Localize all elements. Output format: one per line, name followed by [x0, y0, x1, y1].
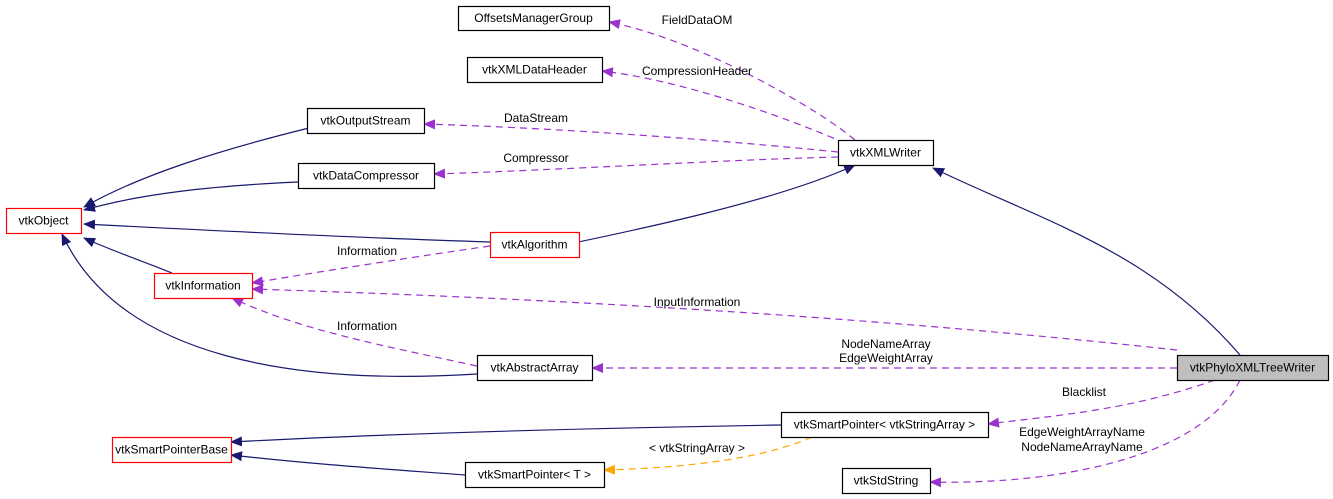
edge-label: FieldDataOM	[662, 13, 733, 27]
node-vtkInformation[interactable]: vtkInformation	[153, 272, 254, 300]
edge-inheritance-vtkAbstractArray-to-vtkObject	[61, 233, 478, 377]
node-vtkAbstractArray[interactable]: vtkAbstractArray	[476, 354, 594, 382]
node-box	[464, 461, 606, 489]
node-box	[153, 272, 254, 300]
edge-label: Information	[337, 319, 397, 333]
edge-label: EdgeWeightArray	[839, 351, 933, 365]
edge-label: InputInformation	[654, 295, 741, 309]
edge-usage-vtkPhyloXMLTreeWriter-to-vtkInformation	[251, 284, 1178, 351]
node-box	[841, 467, 932, 495]
edge-usage-vtkPhyloXMLTreeWriter-to-vtkStdString	[929, 379, 1241, 488]
edge-label: NodeNameArray	[841, 337, 930, 351]
edge-inheritance-vtkSmartPointerStringArray-to-vtkSmartPointerBase	[230, 424, 782, 447]
edge-usage-vtkXMLWriter-to-vtkXMLDataHeader	[601, 67, 846, 144]
node-label: vtkStdString	[854, 474, 919, 488]
edge-label: NodeNameArrayName	[1021, 440, 1143, 454]
node-label: vtkDataCompressor	[313, 169, 419, 183]
node-box	[489, 231, 581, 259]
node-label: vtkOutputStream	[320, 114, 410, 128]
node-vtkStdString[interactable]: vtkStdString	[841, 467, 932, 495]
node-label: vtkXMLWriter	[850, 146, 921, 160]
node-vtkXMLDataHeader[interactable]: vtkXMLDataHeader	[466, 56, 604, 84]
edge-label: Blacklist	[1062, 385, 1107, 399]
node-box	[306, 107, 426, 135]
edge-usage-vtkAbstractArray-to-vtkInformation	[231, 297, 478, 367]
node-vtkObject[interactable]: vtkObject	[5, 207, 83, 235]
node-vtkSmartPointerStringArray[interactable]: vtkSmartPointer< vtkStringArray >	[780, 411, 990, 439]
node-box	[837, 139, 935, 167]
node-box	[780, 411, 990, 439]
edge-label: Compressor	[503, 151, 568, 165]
node-OffsetsManagerGroup[interactable]: OffsetsManagerGroup	[457, 5, 611, 32]
edge-inheritance-vtkSmartPointerT-to-vtkSmartPointerBase	[230, 451, 466, 476]
node-vtkSmartPointerT[interactable]: vtkSmartPointer< T >	[464, 461, 606, 489]
node-box	[111, 436, 233, 464]
edge-inheritance-vtkPhyloXMLTreeWriter-to-vtkXMLWriter	[932, 167, 1241, 356]
node-label: OffsetsManagerGroup	[474, 11, 593, 25]
node-label: vtkXMLDataHeader	[482, 63, 587, 77]
edge-label: < vtkStringArray >	[649, 441, 745, 455]
node-vtkAlgorithm[interactable]: vtkAlgorithm	[489, 231, 581, 259]
node-vtkDataCompressor[interactable]: vtkDataCompressor	[297, 162, 436, 190]
edge-inheritance-vtkDataCompressor-to-vtkObject	[83, 181, 299, 212]
node-label: vtkSmartPointer< vtkStringArray >	[794, 418, 975, 432]
edge-label: EdgeWeightArrayName	[1019, 425, 1145, 439]
node-box	[457, 5, 611, 32]
edge-inheritance-vtkOutputStream-to-vtkObject	[83, 127, 310, 208]
node-box	[5, 207, 83, 235]
node-label: vtkAbstractArray	[490, 361, 578, 375]
edge-template-vtkSmartPointerStringArray-to-vtkSmartPointerT	[603, 436, 813, 475]
node-label: vtkAlgorithm	[501, 238, 567, 252]
edge-inheritance-vtkInformation-to-vtkObject	[83, 237, 173, 274]
edge-label: Information	[337, 244, 397, 258]
node-vtkXMLWriter[interactable]: vtkXMLWriter	[837, 139, 935, 167]
edge-usage-vtkXMLWriter-to-OffsetsManagerGroup	[608, 19, 856, 141]
node-label: vtkPhyloXMLTreeWriter	[1190, 361, 1315, 375]
node-label: vtkInformation	[165, 279, 240, 293]
edge-usage-vtkAlgorithm-to-vtkInformation	[251, 245, 491, 287]
node-box	[1176, 354, 1330, 382]
node-vtkPhyloXMLTreeWriter[interactable]: vtkPhyloXMLTreeWriter	[1176, 354, 1330, 382]
node-vtkSmartPointerBase[interactable]: vtkSmartPointerBase	[111, 436, 233, 464]
node-label: vtkSmartPointer< T >	[478, 468, 591, 482]
node-box	[476, 354, 594, 382]
edge-usage-vtkXMLWriter-to-vtkOutputStream	[423, 119, 839, 153]
node-label: vtkObject	[18, 214, 69, 228]
edge-usage-vtkXMLWriter-to-vtkDataCompressor	[433, 156, 839, 179]
edge-label: CompressionHeader	[642, 64, 752, 78]
node-label: vtkSmartPointerBase	[115, 443, 228, 457]
edge-inheritance-vtkAlgorithm-to-vtkObject	[83, 219, 491, 243]
edge-label: DataStream	[504, 111, 568, 125]
node-box	[466, 56, 604, 84]
node-box	[297, 162, 436, 190]
node-vtkOutputStream[interactable]: vtkOutputStream	[306, 107, 426, 135]
edge-usage-vtkPhyloXMLTreeWriter-to-vtkSmartPointerStringArray	[987, 379, 1216, 428]
